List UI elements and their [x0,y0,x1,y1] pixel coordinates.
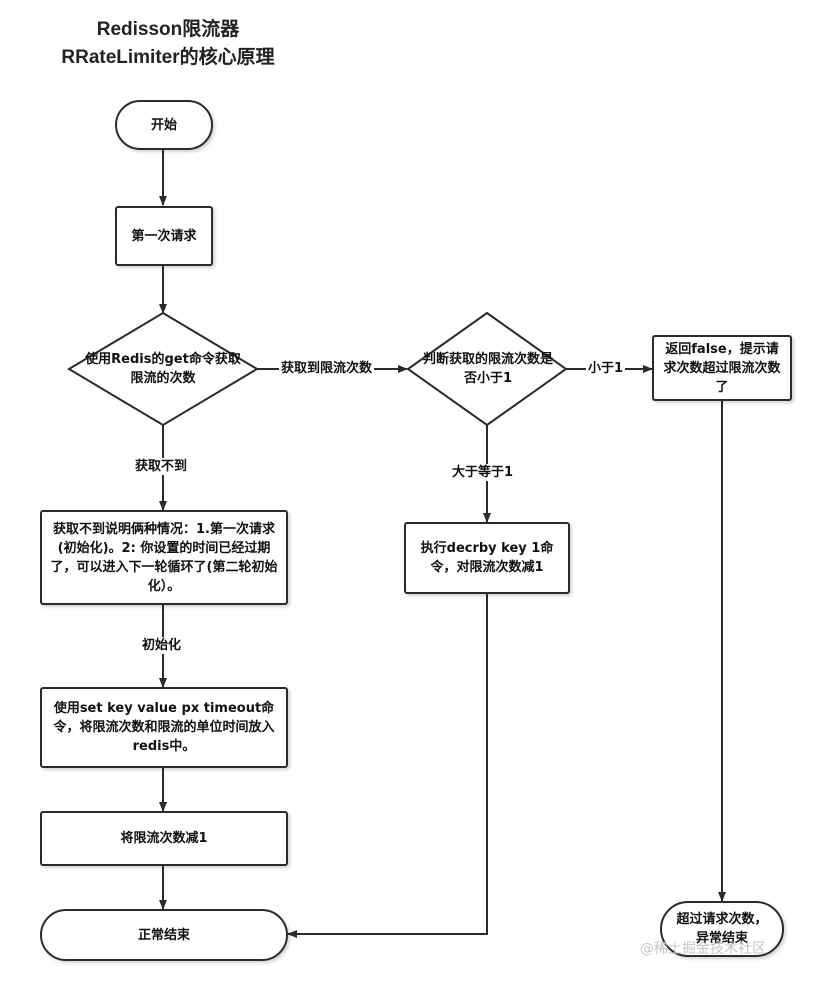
edge-label-obtained: 获取到限流次数 [279,360,375,377]
start-node: 开始 [115,100,213,150]
decision-diamond-get-command [67,311,259,427]
edge-label-less-than-1: 小于1 [586,360,626,377]
first-request-node: 第一次请求 [115,206,213,266]
not-found-explanation-node: 获取不到说明俩种情况：1.第一次请求(初始化)。2: 你设置的时间已经过期了，可… [40,510,288,605]
return-false-node: 返回false，提示请求次数超过限流次数了 [652,335,792,401]
diagram-title-line2: RRateLimiter的核心原理 [61,47,275,68]
decision-diamond-judge [406,311,568,427]
edge-decrby-to-normal-end [287,594,488,938]
decrement-node: 将限流次数减1 [40,811,288,866]
edge-label-initialize: 初始化 [140,637,184,654]
edge-label-gte-1: 大于等于1 [450,464,516,481]
decrby-node: 执行decrby key 1命令，对限流次数减1 [404,522,570,594]
exceed-end-node: 超过请求次数，异常结束 [660,901,784,957]
set-key-node: 使用set key value px timeout命令，将限流次数和限流的单位… [40,687,288,768]
normal-end-node: 正常结束 [40,909,288,961]
edge-label-not-obtained: 获取不到 [133,458,190,475]
watermark-text: @稀土掘金技术社区 [640,941,766,957]
diagram-title-line1: Redisson限流器 [96,19,240,40]
